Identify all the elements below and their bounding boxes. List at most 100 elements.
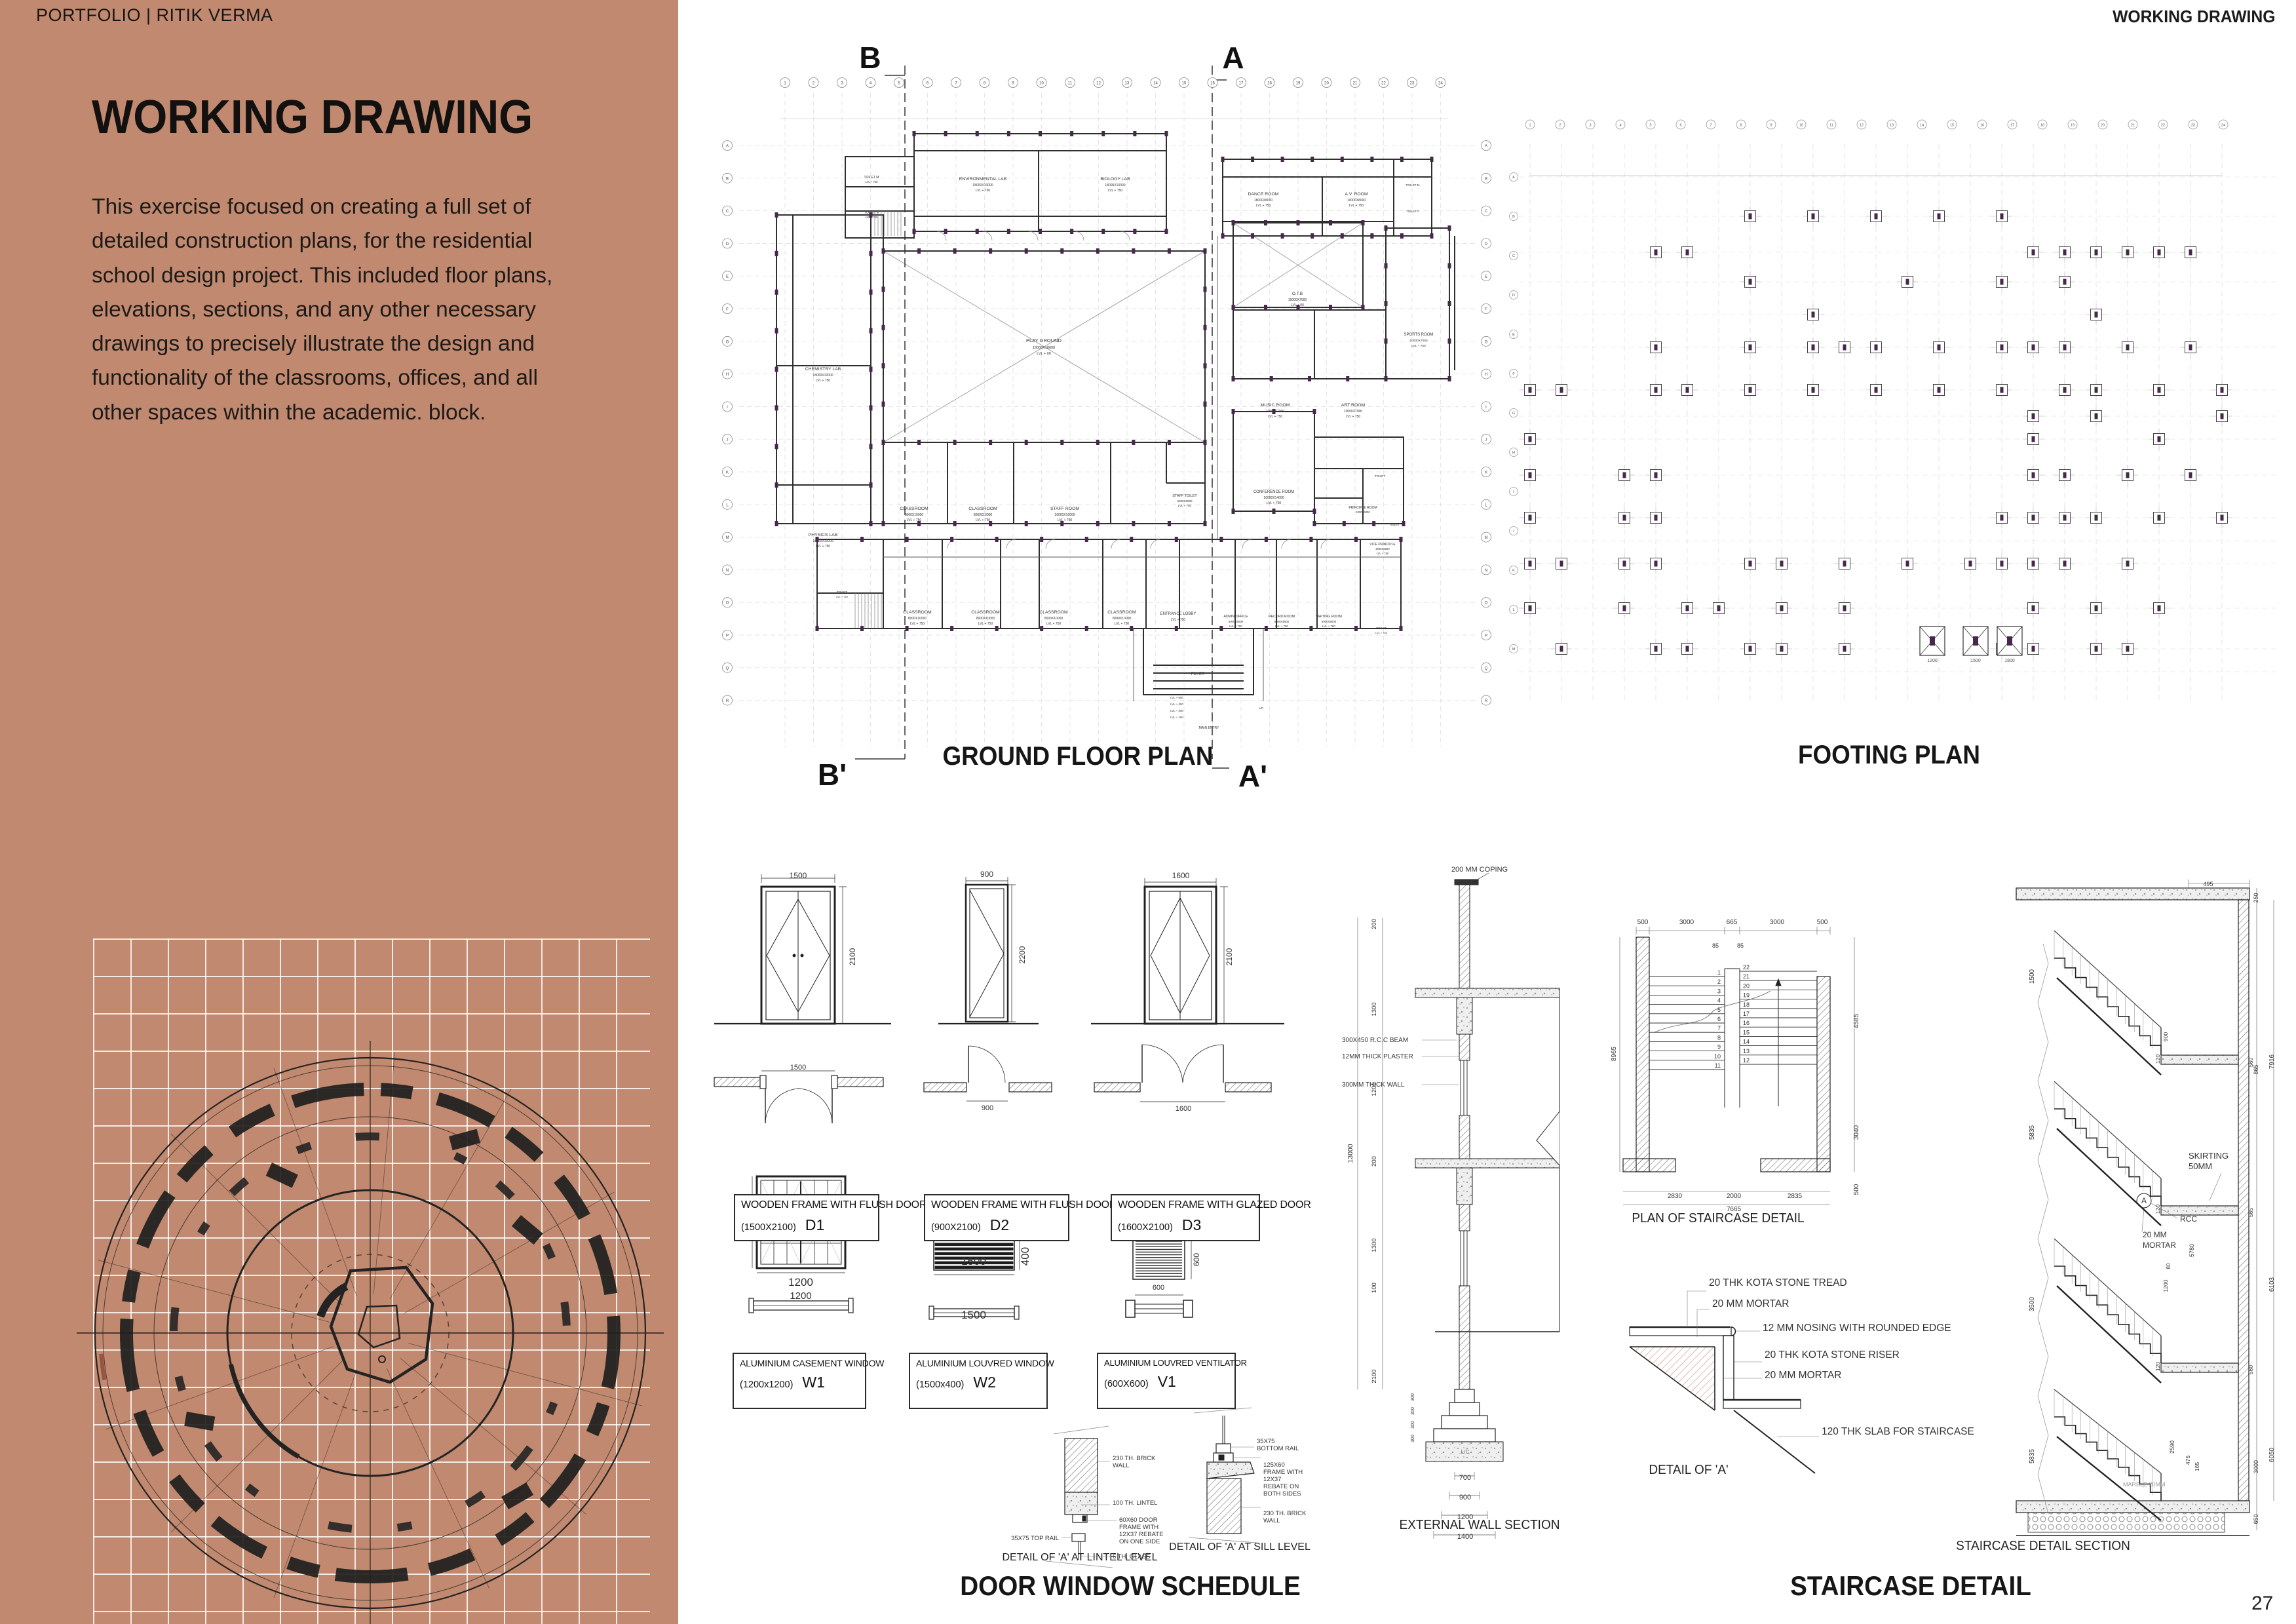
svg-text:5: 5 <box>1717 1007 1721 1013</box>
svg-text:FRAME WITH: FRAME WITH <box>1119 1524 1158 1531</box>
svg-text:6103: 6103 <box>2268 1277 2276 1292</box>
svg-text:WALL: WALL <box>1263 1517 1280 1524</box>
svg-text:3000: 3000 <box>1770 919 1785 926</box>
svg-text:18000X10000: 18000X10000 <box>972 184 993 187</box>
svg-text:22: 22 <box>1743 964 1750 971</box>
svg-text:900: 900 <box>980 870 993 879</box>
svg-text:LVL + 150: LVL + 150 <box>1170 716 1183 719</box>
svg-text:16: 16 <box>1743 1020 1750 1026</box>
svg-text:1500: 1500 <box>2029 969 2036 984</box>
svg-text:LVL + 750: LVL + 750 <box>1411 344 1426 348</box>
svg-text:4: 4 <box>870 82 872 86</box>
svg-text:N: N <box>726 569 729 573</box>
svg-text:A: A <box>2141 1196 2147 1205</box>
svg-text:6000X6000: 6000X6000 <box>1177 499 1193 503</box>
svg-text:K: K <box>726 471 729 475</box>
svg-text:8000X10000: 8000X10000 <box>1044 617 1063 621</box>
svg-text:21: 21 <box>2131 124 2135 128</box>
svg-text:2830: 2830 <box>1668 1193 1683 1200</box>
svg-text:CLASSROOM: CLASSROOM <box>900 507 928 511</box>
svg-text:B: B <box>859 41 881 75</box>
svg-text:60X60 DOOR: 60X60 DOOR <box>1119 1517 1158 1524</box>
svg-text:CLASSROOM: CLASSROOM <box>903 610 932 615</box>
svg-text:1300: 1300 <box>1371 1238 1378 1252</box>
svg-text:16000X10000: 16000X10000 <box>1054 513 1075 517</box>
svg-text:12: 12 <box>1860 124 1864 128</box>
svg-text:11: 11 <box>1068 82 1073 86</box>
svg-text:17: 17 <box>1743 1011 1750 1017</box>
svg-text:BOTTOM RAIL: BOTTOM RAIL <box>1257 1445 1299 1452</box>
door-code: D1 <box>805 1216 825 1233</box>
window-size: (1500x400) <box>916 1380 965 1390</box>
svg-text:REBATE ON: REBATE ON <box>1263 1483 1299 1490</box>
svg-text:13: 13 <box>1743 1048 1750 1054</box>
svg-text:3500: 3500 <box>2029 1296 2036 1311</box>
svg-text:2: 2 <box>1559 124 1561 128</box>
svg-text:LVL + 750: LVL + 750 <box>1178 504 1192 507</box>
svg-text:300X450 R.C.C BEAM: 300X450 R.C.C BEAM <box>1342 1037 1408 1044</box>
svg-text:L/C: L/C <box>1461 1449 1470 1455</box>
svg-text:ENVIRONMENTAL LAB: ENVIRONMENTAL LAB <box>959 177 1007 182</box>
svg-text:H: H <box>1485 373 1487 377</box>
svg-text:1: 1 <box>1529 124 1531 128</box>
svg-text:18000X10000: 18000X10000 <box>813 539 833 543</box>
svg-text:300: 300 <box>1411 1393 1415 1401</box>
window-label-w1: ALUMINIUM CASEMENT WINDOW (1200x1200) W1 <box>733 1353 885 1409</box>
window-label-w2: ALUMINIUM LOUVRED WINDOW (1500x400) W2 <box>909 1353 1054 1409</box>
svg-text:10: 10 <box>1799 124 1803 128</box>
svg-text:700: 700 <box>1459 1474 1471 1482</box>
svg-text:500: 500 <box>1637 919 1649 926</box>
svg-text:20: 20 <box>1324 82 1329 86</box>
svg-text:WALL: WALL <box>1113 1462 1130 1469</box>
sidebar: PORTFOLIO | RITIK VERMA WORKING DRAWING … <box>0 0 678 1624</box>
svg-text:600: 600 <box>1192 1253 1201 1266</box>
svg-text:I: I <box>1485 406 1487 410</box>
svg-text:250: 250 <box>2253 893 2259 902</box>
svg-text:12X37: 12X37 <box>1263 1476 1281 1483</box>
svg-text:16: 16 <box>1210 82 1215 86</box>
svg-text:8000X10000: 8000X10000 <box>1113 617 1132 621</box>
svg-text:865: 865 <box>2253 1064 2259 1074</box>
svg-text:4585: 4585 <box>1853 1013 1860 1028</box>
svg-text:2200: 2200 <box>1018 946 1027 963</box>
svg-text:E: E <box>1512 333 1515 337</box>
svg-text:D: D <box>1512 294 1515 298</box>
door-name: WOODEN FRAME WITH FLUSH DOOR <box>741 1199 927 1210</box>
svg-text:PHYSICS LAB: PHYSICS LAB <box>809 533 838 537</box>
svg-text:1200: 1200 <box>790 1290 811 1302</box>
svg-text:20 MM: 20 MM <box>2143 1230 2167 1239</box>
svg-text:E: E <box>726 275 729 279</box>
svg-text:2100: 2100 <box>848 948 857 965</box>
svg-text:20 MM MORTAR: 20 MM MORTAR <box>1712 1298 1789 1309</box>
svg-text:200: 200 <box>1371 1156 1378 1167</box>
svg-text:LVL + 600: LVL + 600 <box>1170 696 1183 699</box>
svg-text:ADMIN OFFICE: ADMIN OFFICE <box>1223 615 1248 619</box>
svg-text:1500: 1500 <box>961 1255 986 1267</box>
svg-text:6000X8000: 6000X8000 <box>1229 620 1244 623</box>
svg-text:23: 23 <box>2191 124 2195 128</box>
svg-text:L: L <box>726 503 729 507</box>
svg-text:7: 7 <box>1717 1025 1721 1032</box>
svg-text:L: L <box>1512 608 1514 612</box>
svg-text:LVL + 750: LVL + 750 <box>816 545 831 549</box>
sill-detail-caption: DETAIL OF 'A' AT SILL LEVEL <box>1169 1541 1311 1553</box>
svg-text:18000X8000: 18000X8000 <box>1254 199 1273 203</box>
svg-text:22: 22 <box>2161 124 2165 128</box>
svg-text:WAITING ROOM: WAITING ROOM <box>1316 615 1342 619</box>
svg-text:85: 85 <box>1737 942 1744 949</box>
svg-text:TOILET F: TOILET F <box>864 211 879 215</box>
svg-text:2835: 2835 <box>1788 1193 1803 1200</box>
svg-text:20 THK KOTA STONE RISER: 20 THK KOTA STONE RISER <box>1765 1349 1900 1361</box>
svg-text:2000: 2000 <box>1727 1193 1742 1200</box>
svg-text:D: D <box>1485 242 1488 246</box>
svg-text:UP: UP <box>1259 706 1263 710</box>
svg-text:LVL + 750: LVL + 750 <box>976 518 991 522</box>
door-name: WOODEN FRAME WITH GLAZED DOOR <box>1118 1199 1311 1210</box>
svg-text:9: 9 <box>1770 124 1772 128</box>
svg-text:125X60: 125X60 <box>1263 1461 1285 1469</box>
svg-text:7916: 7916 <box>2268 1054 2276 1069</box>
door-name: WOODEN FRAME WITH FLUSH DOOR <box>931 1199 1117 1210</box>
svg-text:LVL + 750: LVL + 750 <box>1171 618 1186 622</box>
svg-text:MARBLE 20MM: MARBLE 20MM <box>2123 1481 2166 1488</box>
